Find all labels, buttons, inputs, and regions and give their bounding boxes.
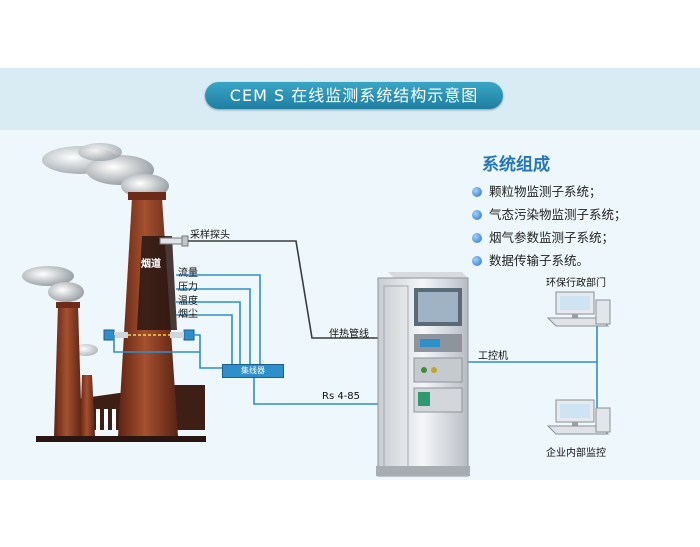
list-item: 气态污染物监测子系统； [472,203,627,226]
epa-label: 环保行政部门 [546,278,606,289]
chimney-main-cap [128,192,166,200]
smoke-plume-small [74,344,98,356]
bullet-icon [472,187,482,197]
list-item: 数据传输子系统。 [472,249,627,272]
flue-section [137,236,177,330]
temperature-label: 温度 [178,296,198,307]
bullet-icon [472,210,482,220]
computer-icon [546,291,611,327]
chimney-small [80,375,95,436]
analysis-cabinet [376,272,470,477]
chimney-left [54,305,82,436]
collector-box: 集线器 [222,364,284,378]
list-item: 烟气参数监测子系统； [472,226,627,249]
composition-heading: 系统组成 [482,155,550,175]
heat-trace-line [188,240,380,339]
diagram-title: CEM S 在线监测系统结构示意图 [205,82,503,109]
computer-icon [546,399,611,435]
dust-meter-transmitter [103,329,195,341]
probe-label: 采样探头 [190,230,230,241]
signal-lines [113,274,380,405]
smoke-plume-main [42,143,169,198]
bullet-icon [472,256,482,266]
flue-label: 烟道 [141,259,161,270]
sampling-probe [159,235,189,247]
internal-monitor-label: 企业内部监控 [546,448,606,459]
composition-list: 颗粒物监测子系统； 气态污染物监测子系统； 烟气参数监测子系统； 数据传输子系统… [472,180,627,272]
pressure-label: 压力 [178,282,198,293]
chimney-left-cap [56,302,80,308]
smoke-plume-left [22,266,84,302]
rs485-label: Rs 4-85 [322,391,361,402]
flow-label: 流量 [178,268,198,279]
bullet-icon [472,233,482,243]
ipc-label: 工控机 [478,351,508,362]
dust-label: 烟尘 [178,309,198,320]
heat-trace-label: 伴热管线 [329,329,369,340]
list-item: 颗粒物监测子系统； [472,180,627,203]
